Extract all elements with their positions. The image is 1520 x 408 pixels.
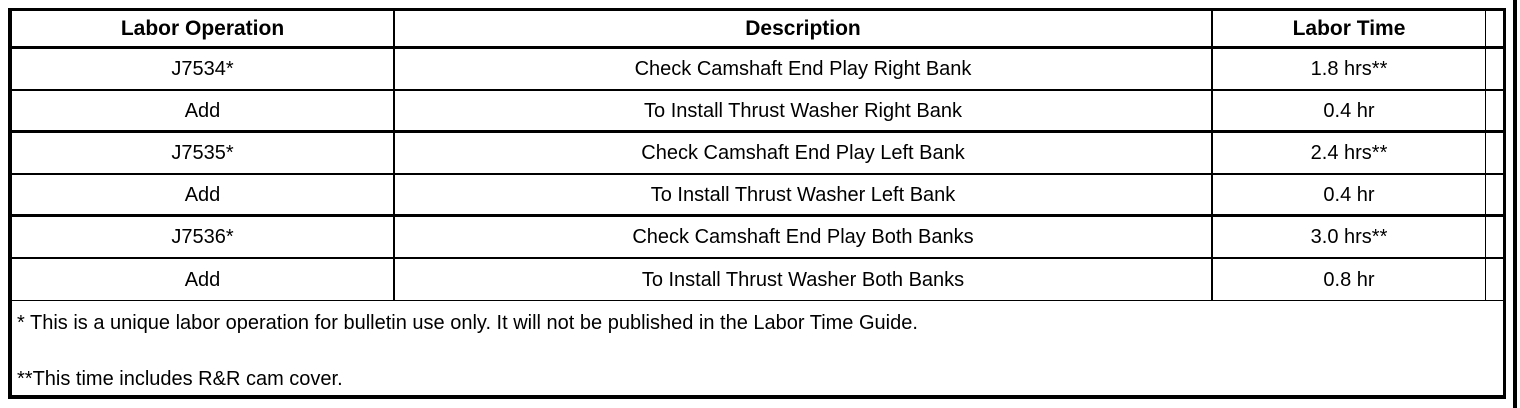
cell-labor-op: J7535* — [12, 133, 395, 175]
cell-empty — [1486, 175, 1503, 217]
header-cell-empty — [1486, 11, 1503, 49]
cell-description: Check Camshaft End Play Left Bank — [395, 133, 1213, 175]
cell-labor-time: 0.8 hr — [1213, 259, 1486, 301]
cell-description: To Install Thrust Washer Left Bank — [395, 175, 1213, 217]
cell-labor-op: J7534* — [12, 49, 395, 91]
cell-labor-time: 1.8 hrs** — [1213, 49, 1486, 91]
page-edge-line — [1513, 0, 1517, 408]
cell-description: To Install Thrust Washer Both Banks — [395, 259, 1213, 301]
cell-description: Check Camshaft End Play Both Banks — [395, 217, 1213, 259]
cell-empty — [1486, 217, 1503, 259]
header-cell-labor-time: Labor Time — [1213, 11, 1486, 49]
labor-time-table: Labor Operation Description Labor Time J… — [8, 8, 1506, 399]
cell-empty — [1486, 91, 1503, 133]
header-cell-labor-operation: Labor Operation — [12, 11, 395, 49]
cell-labor-time: 0.4 hr — [1213, 91, 1486, 133]
cell-labor-op: Add — [12, 91, 395, 133]
cell-empty — [1486, 49, 1503, 91]
cell-labor-time: 3.0 hrs** — [1213, 217, 1486, 259]
cell-labor-time: 0.4 hr — [1213, 175, 1486, 217]
header-cell-description: Description — [395, 11, 1213, 49]
cell-labor-op: Add — [12, 259, 395, 301]
footnote-single-asterisk: * This is a unique labor operation for b… — [17, 312, 918, 334]
cell-description: Check Camshaft End Play Right Bank — [395, 49, 1213, 91]
cell-description: To Install Thrust Washer Right Bank — [395, 91, 1213, 133]
footnote-double-asterisk: **This time includes R&R cam cover. — [17, 368, 343, 390]
cell-labor-time: 2.4 hrs** — [1213, 133, 1486, 175]
cell-labor-op: J7536* — [12, 217, 395, 259]
footnotes-cell: * This is a unique labor operation for b… — [12, 301, 1503, 395]
cell-empty — [1486, 259, 1503, 301]
cell-empty — [1486, 133, 1503, 175]
cell-labor-op: Add — [12, 175, 395, 217]
